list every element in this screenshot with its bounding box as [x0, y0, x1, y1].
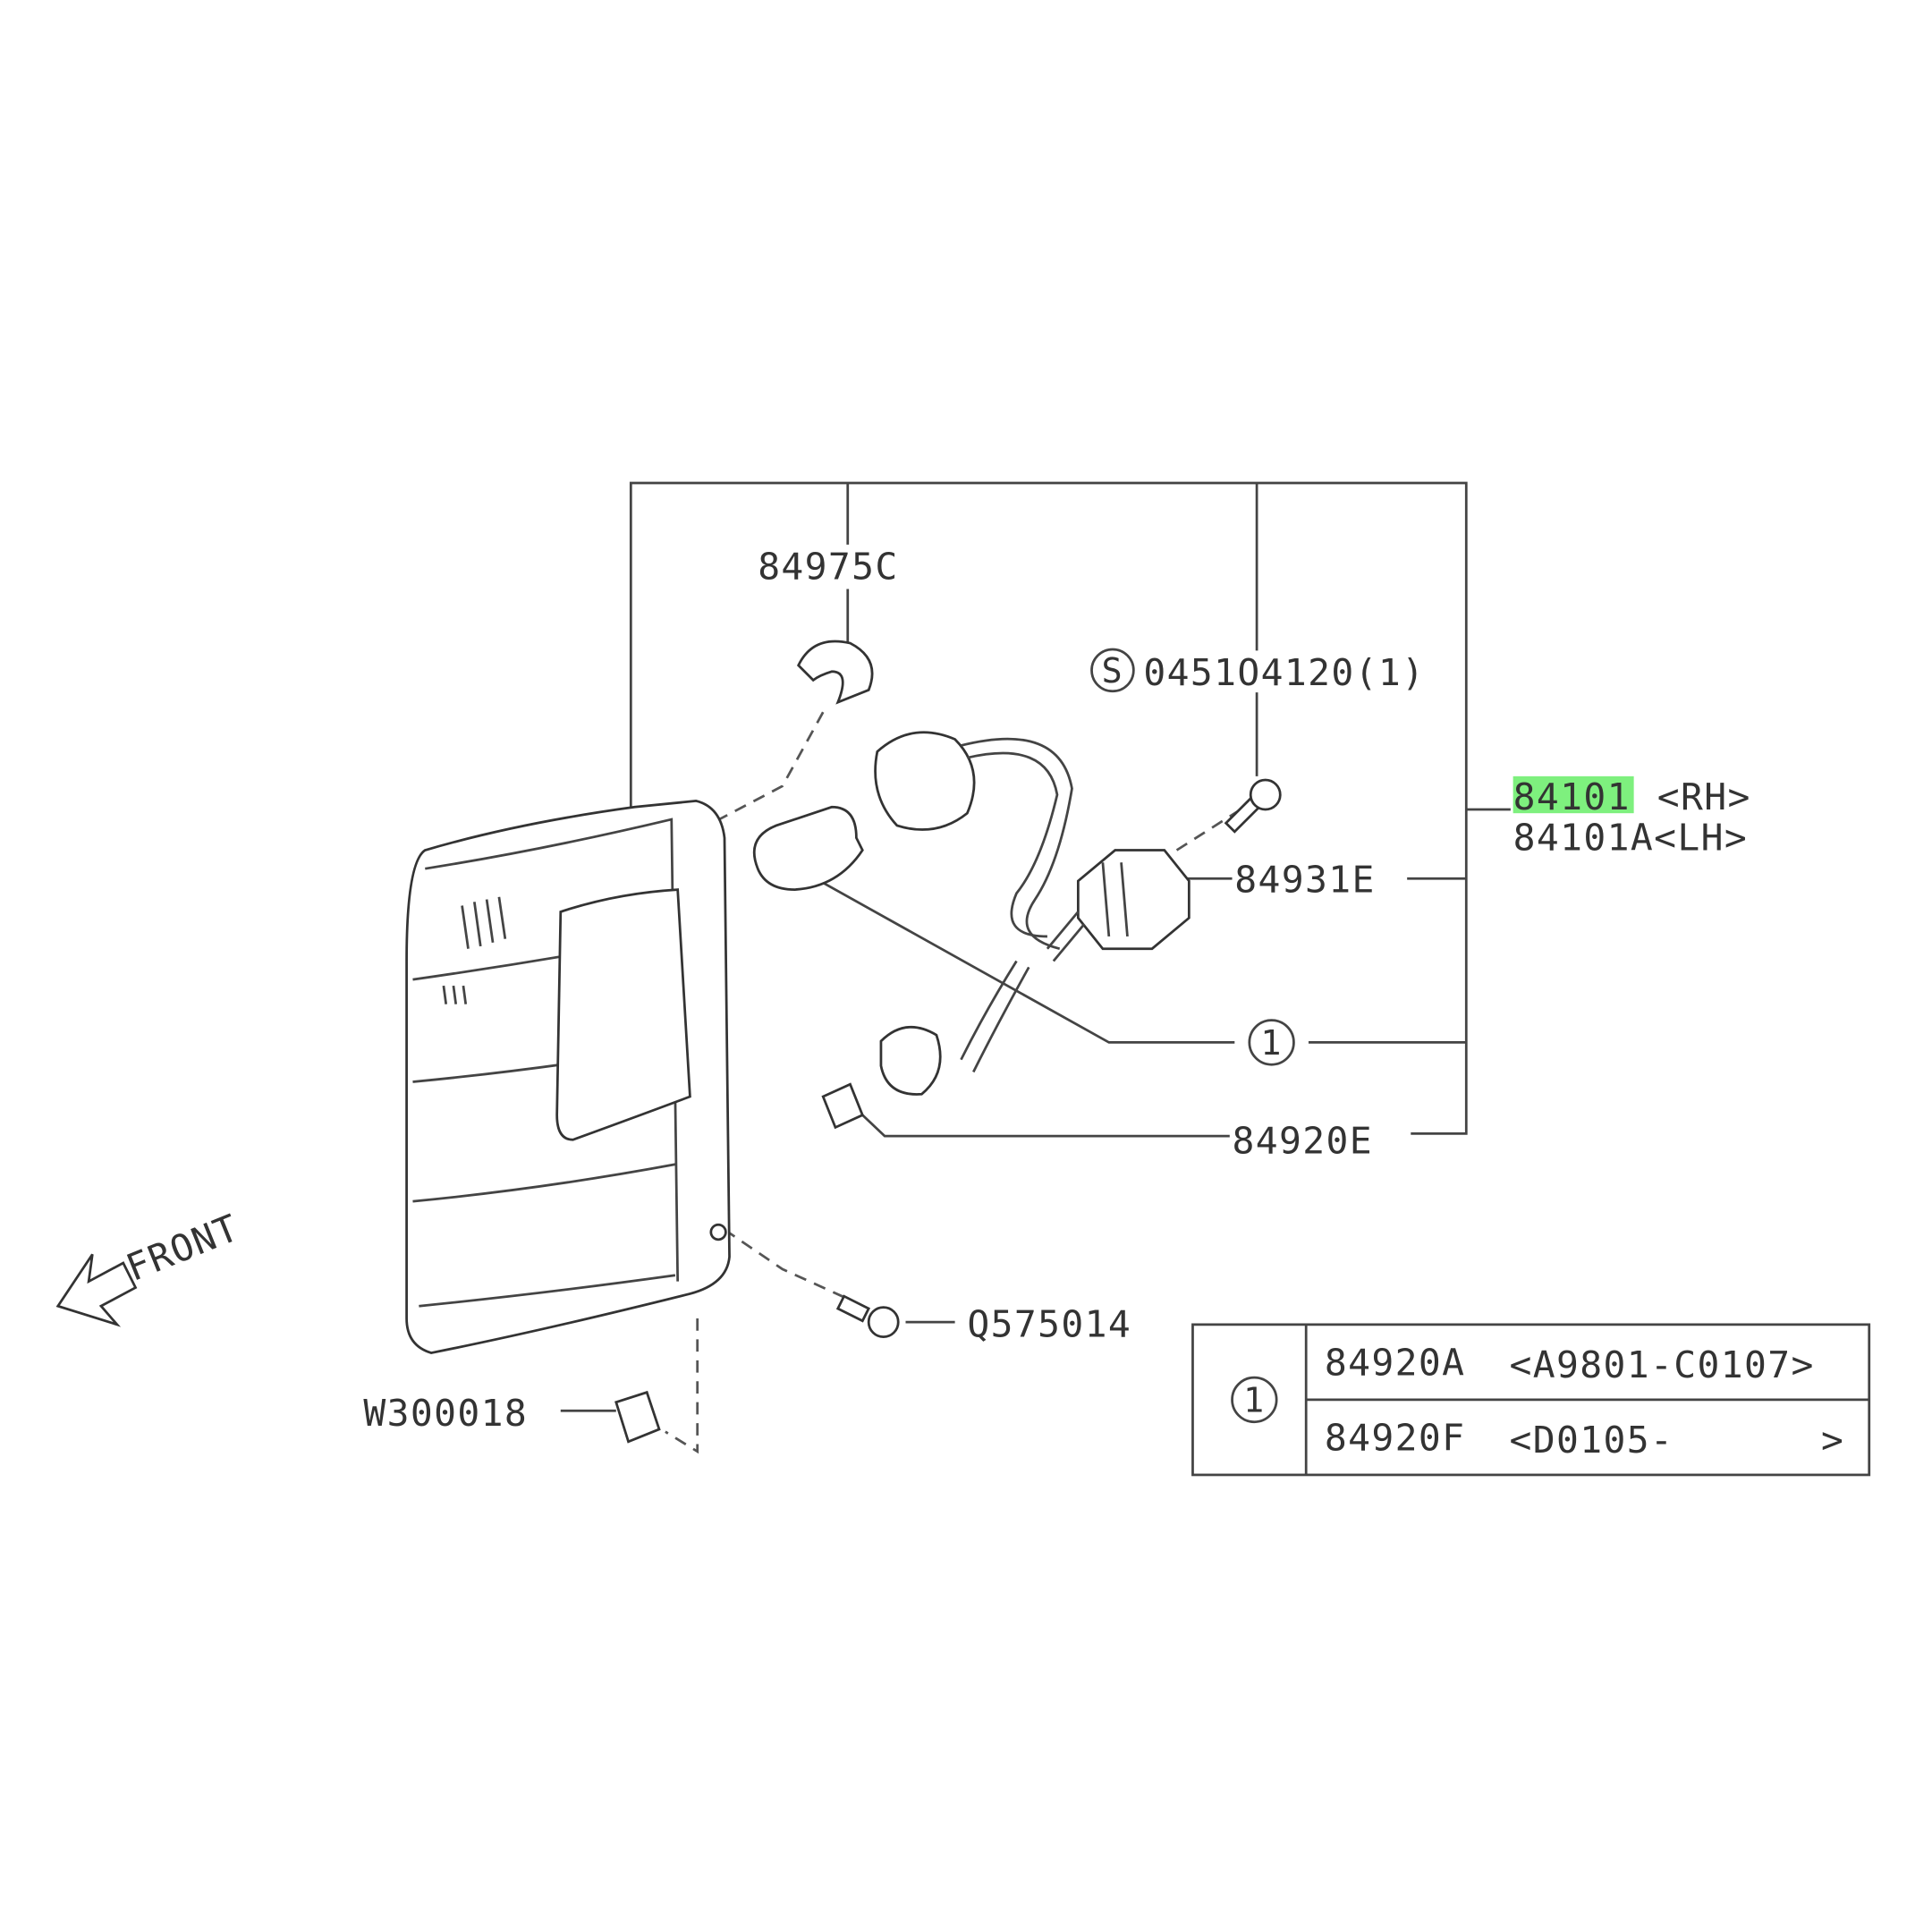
- legend-row-part: 84920F: [1325, 1416, 1466, 1459]
- ref-1-circle: [1248, 1019, 1295, 1066]
- connector-part: [1046, 849, 1191, 962]
- label-bolt: Q575014: [967, 1303, 1131, 1346]
- legend-row-part: 84920A: [1325, 1341, 1466, 1384]
- screw-part: [1224, 778, 1282, 834]
- label-clip: W300018: [363, 1392, 528, 1435]
- bolt-part: [835, 1294, 900, 1339]
- socket-harness: [821, 731, 1073, 1130]
- highlight-84101: [1513, 775, 1634, 814]
- hose-part: [796, 640, 874, 705]
- clip-part: [614, 1390, 661, 1444]
- label-assembly-rh-part[interactable]: 84101: [1513, 775, 1631, 818]
- legend-row-range: <D0105-: [1510, 1419, 1674, 1462]
- label-assembly-rh-side: <RH>: [1657, 775, 1751, 818]
- label-ref-1: 1: [1260, 1023, 1283, 1063]
- legend-row-range: <A9801-C0107>: [1510, 1343, 1815, 1386]
- legend-row-range-end: >: [1821, 1419, 1844, 1462]
- label-assembly-lh: 84101A<LH>: [1513, 817, 1749, 860]
- bulb-large: [752, 805, 864, 891]
- front-label: FRONT: [121, 1206, 246, 1290]
- legend-table: 1 84920A <A9801-C0107> 84920F <D0105- >: [1191, 1323, 1871, 1477]
- label-hose: 84975C: [758, 545, 899, 588]
- tail-lamp-housing: [405, 800, 731, 1354]
- label-bulb-small: 84920E: [1233, 1119, 1374, 1162]
- label-screw: 0451O4120(1): [1143, 651, 1425, 694]
- label-screw-prefix: S: [1102, 651, 1124, 691]
- legend-ref: 1: [1243, 1381, 1266, 1421]
- front-arrow-icon: [55, 1253, 138, 1327]
- leader-lines: [560, 481, 1511, 1454]
- label-connector: 84931E: [1234, 858, 1376, 901]
- s-symbol-circle: [1090, 648, 1135, 693]
